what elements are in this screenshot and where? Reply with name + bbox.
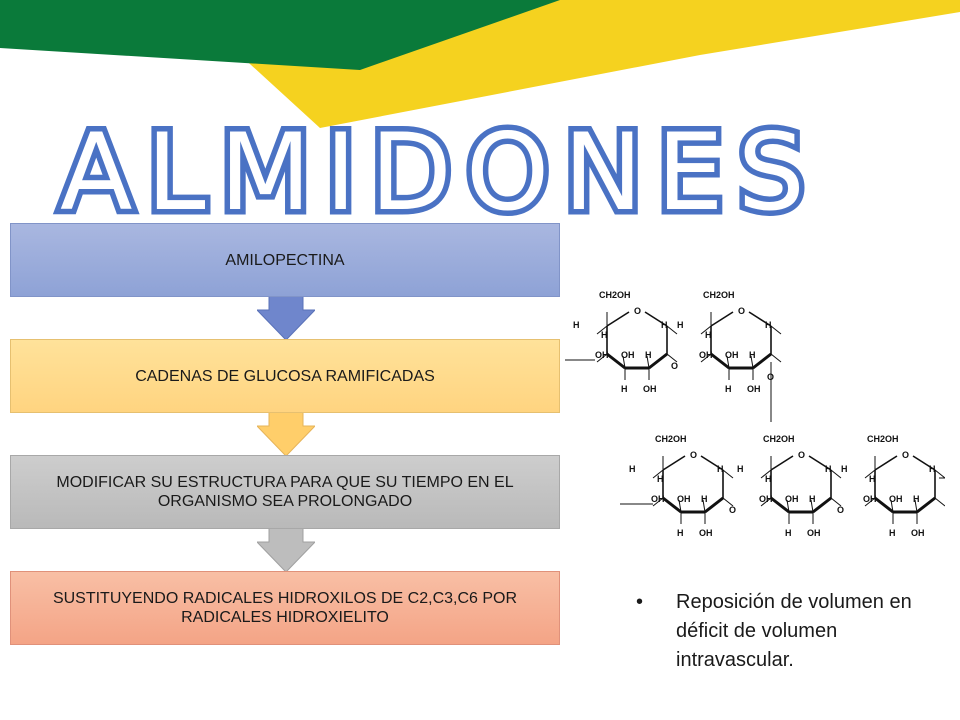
ring-3-oh-bottom: OH xyxy=(699,528,713,538)
ring-2-oh-mid: OH xyxy=(725,350,739,360)
link-o-3: O xyxy=(837,505,844,515)
ring-2-h-right: H xyxy=(765,320,772,330)
ring-5-oh-left: OH xyxy=(863,494,877,504)
ring-1-h-bottom: H xyxy=(621,384,628,394)
bullet-item: • Reposición de volumen en déficit de vo… xyxy=(636,588,926,675)
ring-1-h-right: H xyxy=(661,320,668,330)
glucose-ring-5: CH2OH O H H H OH OH H H OH xyxy=(841,434,945,538)
ring-1-oh-mid: OH xyxy=(621,350,635,360)
ring-3-oh-left: OH xyxy=(651,494,665,504)
ring-4-h-right: H xyxy=(825,464,832,474)
ring-2-h-left: H xyxy=(677,320,684,330)
ring-2-ch2oh: CH2OH xyxy=(703,290,735,300)
amylopectin-structure-diagram: CH2OH O H H H OH OH H H OH O CH2OH O H H… xyxy=(565,290,945,538)
link-o-branch: O xyxy=(767,372,774,382)
step-cadenas: CADENAS DE GLUCOSA RAMIFICADAS xyxy=(10,339,560,413)
ring-1-o: O xyxy=(634,306,641,316)
ring-2-oh-bottom: OH xyxy=(747,384,761,394)
ring-3-o: O xyxy=(690,450,697,460)
ring-4-h-bottom: H xyxy=(785,528,792,538)
ring-4-o: O xyxy=(798,450,805,460)
ring-3-h-inner: H xyxy=(657,474,664,484)
ring-1-oh-left: OH xyxy=(595,350,609,360)
ring-2-h-mid: H xyxy=(749,350,756,360)
glucose-ring-3: CH2OH O H H H OH OH H H OH xyxy=(629,434,735,538)
ring-2-h-inner: H xyxy=(705,330,712,340)
ring-5-h-right: H xyxy=(929,464,936,474)
ring-4-ch2oh: CH2OH xyxy=(763,434,795,444)
banner-green-stripe xyxy=(0,0,560,70)
ring-5-h-inner: H xyxy=(869,474,876,484)
ring-1-h-left: H xyxy=(573,320,580,330)
bullet-list: • Reposición de volumen en déficit de vo… xyxy=(636,588,926,675)
ring-4-h-left: H xyxy=(737,464,744,474)
ring-1-h-mid: H xyxy=(645,350,652,360)
ring-2-oh-left: OH xyxy=(699,350,713,360)
ring-5-h-bottom: H xyxy=(889,528,896,538)
ring-2-o: O xyxy=(738,306,745,316)
ring-2-h-bottom: H xyxy=(725,384,732,394)
bullet-text: Reposición de volumen en déficit de volu… xyxy=(676,591,912,671)
ring-3-h-right: H xyxy=(717,464,724,474)
link-o-2: O xyxy=(729,505,736,515)
ring-1-ch2oh: CH2OH xyxy=(599,290,631,300)
ring-3-h-mid: H xyxy=(701,494,708,504)
ring-5-h-mid: H xyxy=(913,494,920,504)
step-sustituyendo: SUSTITUYENDO RADICALES HIDROXILOS DE C2,… xyxy=(10,571,560,645)
ring-1-oh-bottom: OH xyxy=(643,384,657,394)
ring-5-oh-mid: OH xyxy=(889,494,903,504)
glucose-ring-2: CH2OH O H H H OH OH H H OH xyxy=(677,290,783,394)
ring-1-h-inner: H xyxy=(601,330,608,340)
glucose-ring-1: CH2OH O H H H OH OH H H OH xyxy=(573,290,679,394)
down-arrow-1 xyxy=(257,296,315,341)
ring-4-oh-mid: OH xyxy=(785,494,799,504)
down-arrow-2 xyxy=(257,412,315,457)
ring-5-o: O xyxy=(902,450,909,460)
ring-3-ch2oh: CH2OH xyxy=(655,434,687,444)
ring-3-h-left: H xyxy=(629,464,636,474)
bullet-symbol: • xyxy=(636,591,644,613)
ring-3-h-bottom: H xyxy=(677,528,684,538)
decorative-banner xyxy=(0,0,960,128)
ring-4-oh-bottom: OH xyxy=(807,528,821,538)
page-title: ALMIDONES xyxy=(55,111,819,234)
ring-4-h-mid: H xyxy=(809,494,816,504)
down-arrow-3 xyxy=(257,528,315,573)
ring-4-h-inner: H xyxy=(765,474,772,484)
ring-3-oh-mid: OH xyxy=(677,494,691,504)
ring-5-oh-bottom: OH xyxy=(911,528,925,538)
glucose-ring-4: CH2OH O H H H OH OH H H OH xyxy=(737,434,843,538)
step-amilopectina: AMILOPECTINA xyxy=(10,223,560,297)
ring-5-ch2oh: CH2OH xyxy=(867,434,899,444)
ring-5-h-left: H xyxy=(841,464,848,474)
ring-4-oh-left: OH xyxy=(759,494,773,504)
step-modificar: MODIFICAR SU ESTRUCTURA PARA QUE SU TIEM… xyxy=(10,455,560,529)
link-o-1: O xyxy=(671,361,678,371)
